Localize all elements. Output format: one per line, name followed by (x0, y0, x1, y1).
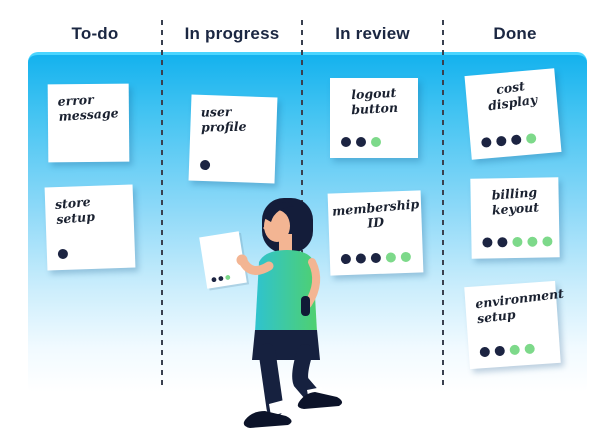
person-head (262, 198, 313, 254)
column-divider (442, 20, 444, 390)
person-illustration (199, 198, 343, 428)
progress-dot-navy (57, 248, 69, 260)
progress-dots (199, 159, 211, 171)
progress-dot-navy (199, 159, 211, 171)
progress-dot-navy (211, 277, 217, 283)
progress-dot-green (525, 133, 537, 144)
progress-dot-navy (480, 137, 492, 148)
person-top (255, 250, 317, 332)
progress-dot-navy (497, 237, 508, 248)
progress-dot-navy (510, 134, 522, 146)
progress-dots (341, 137, 381, 147)
person-pants (252, 330, 321, 417)
sticky-note-user-profile: user profile (188, 94, 278, 184)
column-header-todo: To-do (71, 24, 119, 43)
progress-dots (340, 251, 412, 265)
progress-dot-navy (495, 135, 507, 147)
note-label: store setup (54, 193, 96, 227)
progress-dot-navy (482, 237, 493, 248)
progress-dots (57, 248, 69, 260)
progress-dot-navy (370, 252, 382, 264)
progress-dot-navy (356, 137, 366, 147)
shoe (243, 411, 292, 428)
sticky-note-store-setup: store setup (44, 184, 136, 271)
progress-dot-green (512, 236, 523, 248)
column-header-in-progress: In progress (184, 24, 280, 43)
shoe (297, 392, 343, 409)
progress-dots (482, 236, 553, 248)
progress-dots (480, 133, 537, 148)
progress-dot-green (542, 236, 553, 247)
progress-dot-green (400, 251, 412, 263)
column-header-in-review: In review (335, 24, 410, 43)
progress-dot-navy (218, 276, 224, 281)
held-card (199, 231, 250, 291)
progress-dot-navy (355, 253, 367, 264)
progress-dot-green (527, 236, 538, 247)
progress-dot-navy (494, 345, 506, 357)
column-header-done: Done (493, 24, 537, 43)
progress-dot-green (225, 275, 231, 280)
progress-dots (479, 343, 536, 358)
column-divider (161, 20, 163, 390)
progress-dot-navy (341, 137, 351, 147)
note-label: user profile (200, 104, 247, 135)
progress-dot-green (509, 344, 521, 356)
progress-dot-green (385, 252, 397, 263)
progress-dot-green (524, 343, 536, 355)
progress-dot-navy (479, 346, 491, 358)
progress-dot-green (371, 137, 381, 147)
